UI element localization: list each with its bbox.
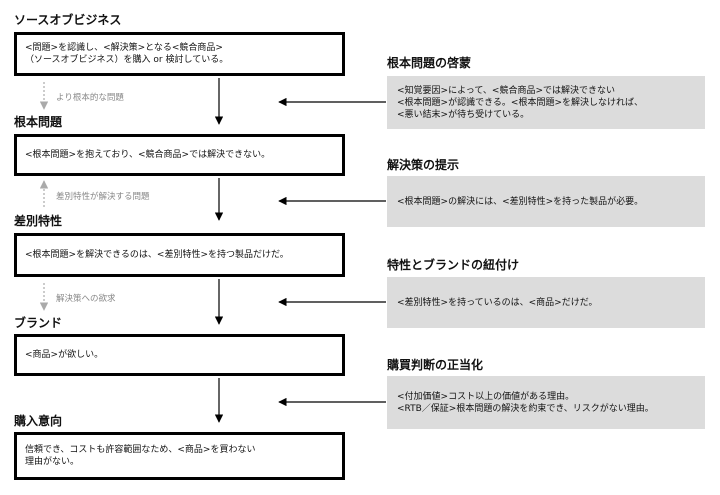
box-root-problem-text: <根本問題>を抱えており、<競合商品>では解決できない。 — [25, 150, 271, 160]
heading-trait-brand-link: 特性とブランドの紐付け — [387, 258, 520, 272]
panel-purchase-justification-text: <付加価値>コスト以上の価値がある理由。 <RTB／保証>根本問題の解決を約束で… — [397, 391, 654, 414]
box-brand: <商品>が欲しい。 — [14, 334, 345, 376]
box-differentiation: <根本問題>を解決できるのは、<差別特性>を持つ製品だけだ。 — [14, 233, 345, 277]
heading-brand: ブランド — [14, 316, 63, 330]
box-source-of-business: <問題>を認識し、<解決策>となる<競合商品> （ソースオブビジネス）を購入 o… — [14, 32, 345, 76]
box-root-problem: <根本問題>を抱えており、<競合商品>では解決できない。 — [14, 134, 345, 176]
box-differentiation-text: <根本問題>を解決できるのは、<差別特性>を持つ製品だけだ。 — [25, 250, 289, 260]
heading-root-problem-awareness: 根本問題の啓蒙 — [387, 56, 472, 70]
panel-purchase-justification: <付加価値>コスト以上の価値がある理由。 <RTB／保証>根本問題の解決を約束で… — [387, 376, 705, 429]
panel-root-problem-awareness: <知覚要因>によって、<競合商品>では解決できない <根本問題>が認識できる。<… — [387, 76, 705, 129]
heading-solution-presentation: 解決策の提示 — [387, 158, 460, 172]
box-purchase-intent-text: 信頼でき、コストも許容範囲なため、<商品>を買わない 理由がない。 — [25, 445, 256, 467]
cue-desire-for-solution: 解決策への欲求 — [56, 294, 116, 304]
heading-differentiation: 差別特性 — [14, 214, 63, 228]
box-purchase-intent: 信頼でき、コストも許容範囲なため、<商品>を買わない 理由がない。 — [14, 432, 345, 480]
panel-trait-brand-link: <差別特性>を持っているのは、<商品>だけだ。 — [387, 277, 705, 328]
panel-trait-brand-link-text: <差別特性>を持っているのは、<商品>だけだ。 — [397, 297, 598, 308]
heading-source-of-business: ソースオブビジネス — [14, 13, 122, 27]
cue-more-fundamental-problem: より根本的な問題 — [56, 93, 124, 103]
heading-root-problem: 根本問題 — [14, 115, 63, 129]
box-source-of-business-text: <問題>を認識し、<解決策>となる<競合商品> （ソースオブビジネス）を購入 o… — [25, 43, 229, 65]
heading-purchase-intent: 購入意向 — [14, 414, 63, 428]
panel-root-problem-awareness-text: <知覚要因>によって、<競合商品>では解決できない <根本問題>が認識できる。<… — [397, 85, 643, 120]
panel-solution-presentation-text: <根本問題>の解決には、<差別特性>を持った製品が必要。 — [397, 196, 644, 207]
cue-problem-solved-by-differentiation: 差別特性が解決する問題 — [56, 192, 150, 202]
box-brand-text: <商品>が欲しい。 — [25, 350, 104, 360]
panel-solution-presentation: <根本問題>の解決には、<差別特性>を持った製品が必要。 — [387, 176, 705, 227]
heading-purchase-justification: 購買判断の正当化 — [387, 358, 484, 372]
